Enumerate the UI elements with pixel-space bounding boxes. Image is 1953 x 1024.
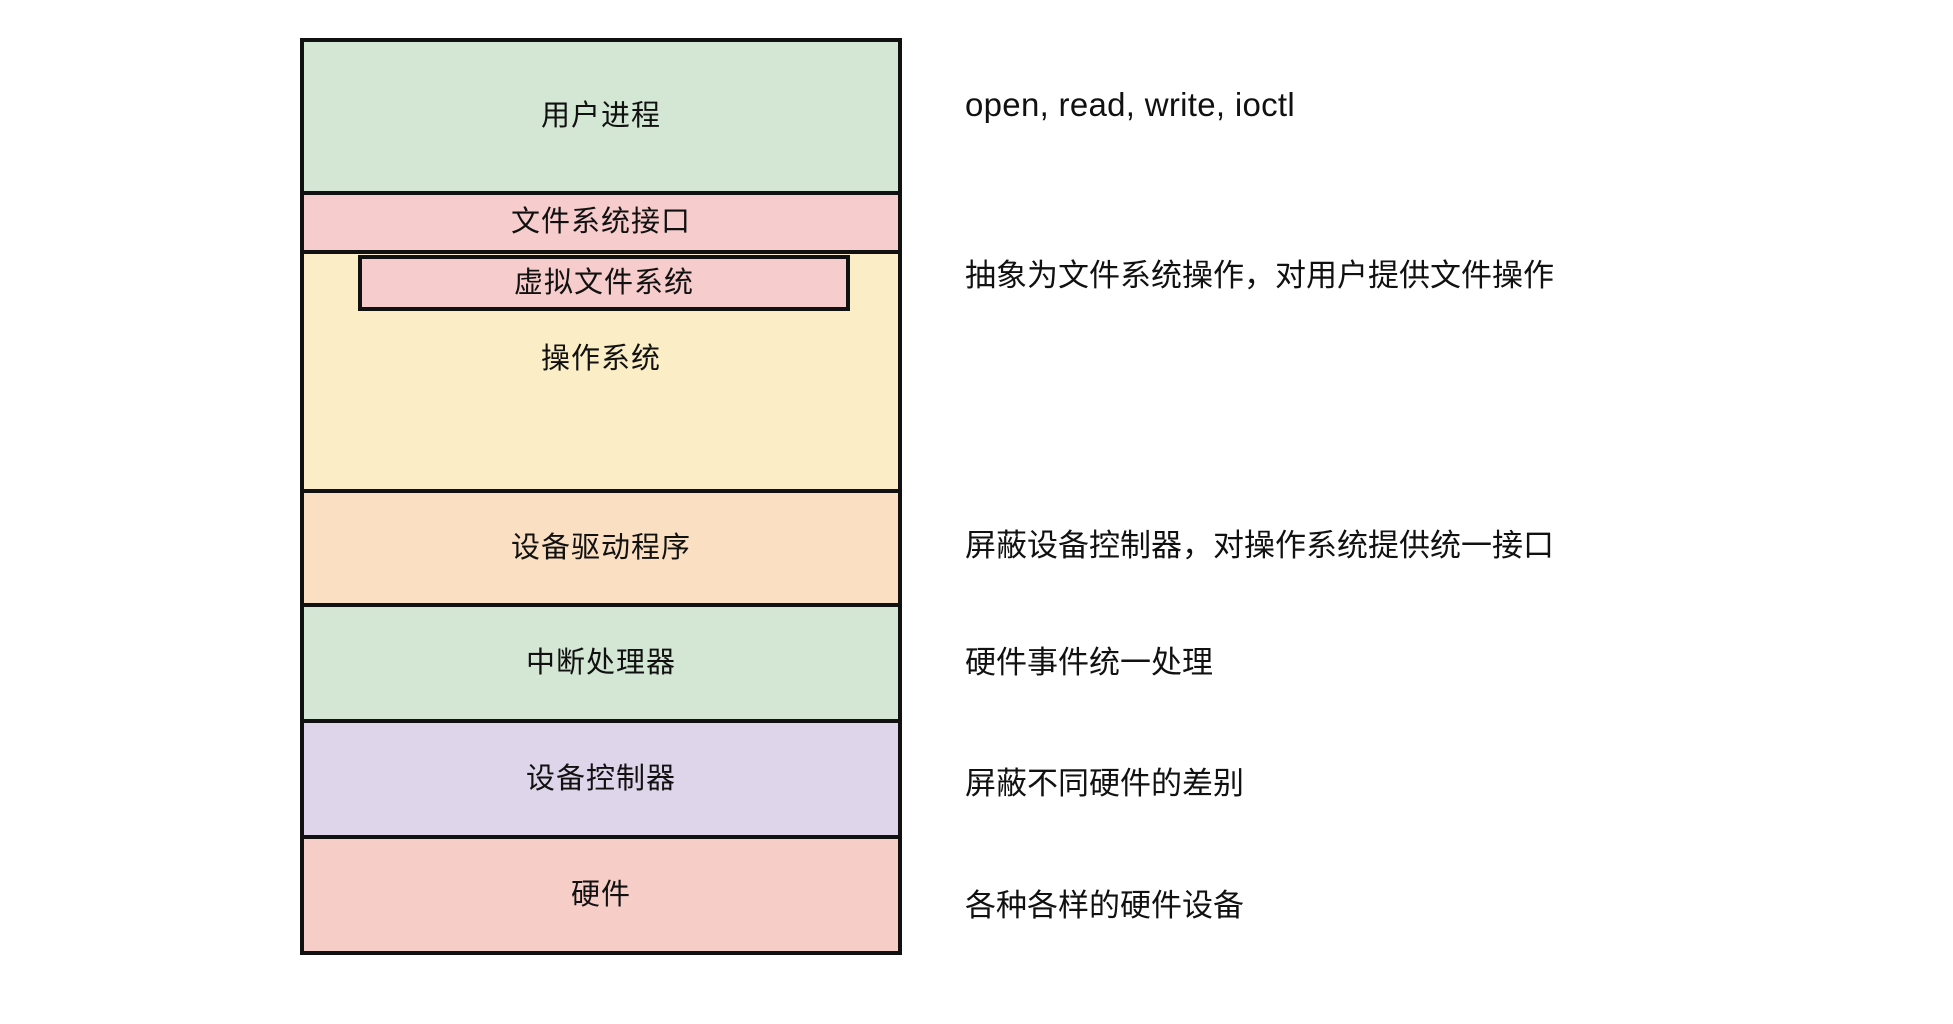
- layer-file-system-interface: 文件系统接口: [300, 191, 902, 254]
- layer-stack: 用户进程 文件系统接口 虚拟文件系统 操作系统 设备驱动程序 中断处理器 设备控…: [300, 38, 902, 955]
- layer-interrupt-handler: 中断处理器: [300, 603, 902, 723]
- annotation-virtual-file-system: 抽象为文件系统操作，对用户提供文件操作: [965, 258, 1554, 293]
- operating-system-inner: 虚拟文件系统 操作系统: [304, 254, 898, 489]
- layer-file-system-interface-label: 文件系统接口: [510, 206, 691, 239]
- annotation-user-process: open, read, write, ioctl: [965, 86, 1296, 123]
- annotation-interrupt-handler: 硬件事件统一处理: [965, 645, 1213, 680]
- annotation-hardware: 各种各样的硬件设备: [965, 888, 1244, 923]
- layer-virtual-file-system: 虚拟文件系统: [358, 255, 850, 311]
- layer-virtual-file-system-label: 虚拟文件系统: [513, 266, 694, 299]
- layer-device-controller-label: 设备控制器: [525, 762, 676, 795]
- layer-hardware: 硬件: [300, 835, 902, 955]
- layer-user-process: 用户进程: [300, 38, 902, 195]
- layer-interrupt-handler-label: 中断处理器: [525, 646, 676, 679]
- layer-device-controller: 设备控制器: [300, 719, 902, 839]
- layer-device-driver: 设备驱动程序: [300, 489, 902, 607]
- layer-operating-system: 虚拟文件系统 操作系统: [300, 250, 902, 493]
- operating-system-label-wrap: 操作系统: [304, 342, 898, 377]
- layer-hardware-label: 硬件: [570, 878, 631, 911]
- annotation-device-driver: 屏蔽设备控制器，对操作系统提供统一接口: [965, 528, 1554, 563]
- layer-device-driver-label: 设备驱动程序: [510, 531, 691, 564]
- annotation-device-controller: 屏蔽不同硬件的差别: [965, 766, 1244, 801]
- layer-operating-system-label: 操作系统: [540, 343, 661, 375]
- layer-user-process-label: 用户进程: [540, 100, 661, 133]
